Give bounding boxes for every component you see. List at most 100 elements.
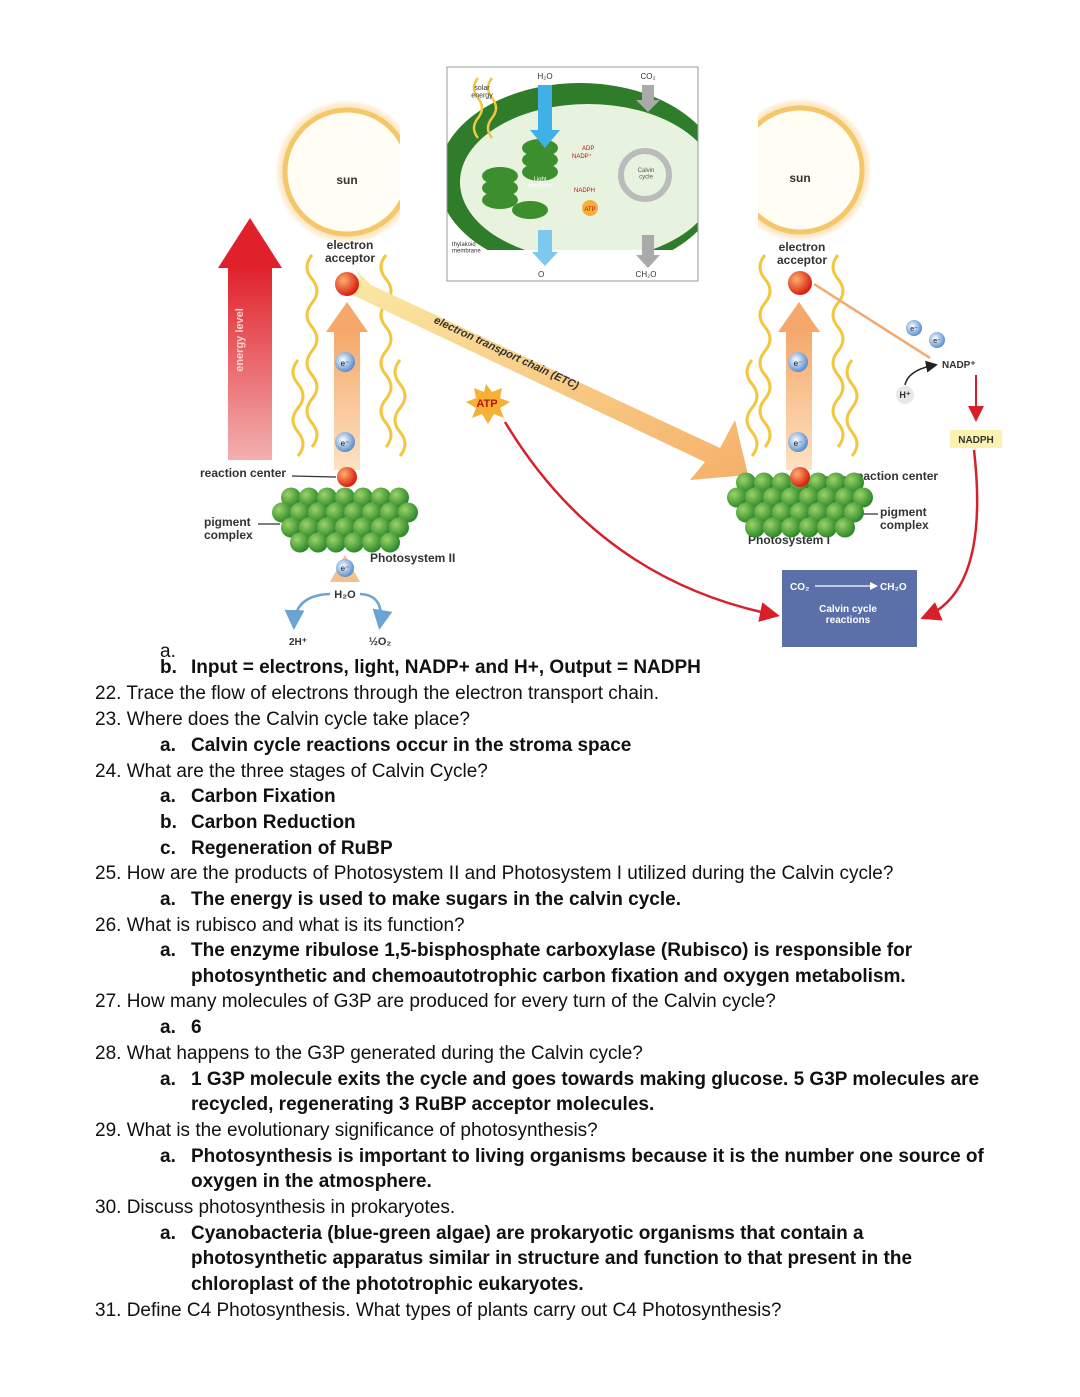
- pigment-molecule: [853, 487, 873, 508]
- answer-marker: a.: [160, 1223, 176, 1244]
- pigment-molecule: [745, 487, 765, 508]
- question-line: 28. What happens to the G3P generated du…: [95, 1043, 643, 1064]
- pigment-molecule: [826, 472, 846, 493]
- etc-label: electron transport chain (ETC): [432, 314, 581, 392]
- answer-line: a.: [160, 640, 191, 664]
- sun-left-label: sun: [336, 173, 357, 187]
- electron-label: e⁻: [794, 359, 803, 368]
- answer-line: a.6: [160, 1016, 202, 1040]
- answer-text: Carbon Reduction: [191, 812, 356, 833]
- question-line: 26. What is rubisco and what is its func…: [95, 915, 465, 936]
- pigment-molecule: [745, 517, 765, 538]
- pigment-molecule: [299, 517, 319, 538]
- pigment-molecule: [290, 532, 310, 553]
- calvin-co2-label: CO₂: [790, 582, 809, 593]
- pigment-molecule: [808, 472, 828, 493]
- sun-left: sun: [275, 100, 419, 244]
- sun-right: sun: [728, 98, 872, 242]
- reaction-center-right-ball: [790, 467, 810, 487]
- nadph-to-calvin-arrow: [920, 449, 979, 621]
- electron-label: e⁻: [910, 326, 918, 333]
- answer-text: 6: [191, 1017, 202, 1038]
- answer-marker: a.: [160, 940, 176, 961]
- question-line: 27. How many molecules of G3P are produc…: [95, 991, 776, 1012]
- pigment-molecule: [344, 532, 364, 553]
- pigment-molecule: [772, 502, 792, 523]
- electron-label: e⁻: [794, 439, 803, 448]
- pigment-molecule: [362, 502, 382, 523]
- electron-label: e⁻: [341, 439, 350, 448]
- calvin-ch2o-label: CH₂O: [880, 582, 907, 593]
- pigment-molecule: [281, 517, 301, 538]
- pigment-molecule: [808, 502, 828, 523]
- answer-continuation: chloroplast of the phototrophic eukaryot…: [191, 1274, 584, 1295]
- answer-line: a. Photosynthesis is important to living …: [160, 1145, 984, 1169]
- pigment-molecule: [326, 502, 346, 523]
- answer-marker: a.: [160, 1146, 176, 1167]
- question-line: 30. Discuss photosynthesis in prokaryote…: [95, 1197, 456, 1218]
- pigment-molecule: [308, 502, 328, 523]
- pigment-molecule: [362, 532, 382, 553]
- pigment-molecule: [380, 532, 400, 553]
- inset-atp-label: ATP: [584, 207, 595, 213]
- question-line: 22. Trace the flow of electrons through …: [95, 683, 659, 704]
- answer-line: a.Carbon Fixation: [160, 785, 336, 809]
- electron-label: e⁻: [341, 359, 350, 368]
- reaction-center-left-ball: [337, 467, 357, 487]
- question-line: 24. What are the three stages of Calvin …: [95, 761, 488, 782]
- h-plus-label: H⁺: [899, 390, 910, 400]
- pigment-molecule: [772, 472, 792, 493]
- inset-nadph-label: NADPH: [574, 188, 595, 194]
- energy-level-label: energy level: [234, 308, 246, 372]
- pigment-molecule: [736, 502, 756, 523]
- inset-ch2o-label: CH₂O: [636, 270, 657, 279]
- answer-line: a.Calvin cycle reactions occur in the st…: [160, 734, 631, 758]
- electron-label: e⁻: [933, 338, 941, 345]
- inset-co2-label: CO₂: [640, 72, 655, 81]
- answer-text: The enzyme ribulose 1,5-bisphosphate car…: [191, 940, 913, 961]
- pigment-molecule: [335, 487, 355, 508]
- water-split: e⁻ H₂O 2H⁺ ½O₂: [284, 555, 393, 648]
- answer-marker: c.: [160, 838, 176, 859]
- half-o2-label: ½O₂: [369, 636, 392, 648]
- atp-label: ATP: [476, 398, 497, 410]
- pigment-molecule: [389, 487, 409, 508]
- answer-line: a. Cyanobacteria (blue-green algae) are p…: [160, 1222, 864, 1246]
- pigment-molecule: [727, 487, 747, 508]
- answer-text: Input = electrons, light, NADP+ and H+, …: [191, 657, 701, 678]
- answer-line: c.Regeneration of RuBP: [160, 837, 393, 861]
- pigment-molecule: [835, 487, 855, 508]
- question-line: 25. How are the products of Photosystem …: [95, 863, 894, 884]
- question-line: 31. Define C4 Photosynthesis. What types…: [95, 1300, 782, 1321]
- answer-line: b.Carbon Reduction: [160, 811, 356, 835]
- pigment-molecule: [781, 487, 801, 508]
- answer-text: Photosynthesis is important to living or…: [191, 1146, 984, 1167]
- pigment-molecule: [763, 517, 783, 538]
- pigment-molecule: [763, 487, 783, 508]
- answer-line: a. The enzyme ribulose 1,5-bisphosphate c…: [160, 939, 912, 963]
- answer-marker: a.: [160, 641, 176, 662]
- inset-h2o-label: H₂O: [537, 72, 552, 81]
- pigment-molecule: [799, 487, 819, 508]
- electron-acceptor-left-ball: [335, 272, 359, 296]
- pigment-molecule: [790, 502, 810, 523]
- pigment-molecule: [844, 502, 864, 523]
- pigment-molecule: [736, 472, 756, 493]
- question-line: 29. What is the evolutionary significanc…: [95, 1120, 598, 1141]
- pigment-molecule: [317, 517, 337, 538]
- answer-marker: a.: [160, 735, 176, 756]
- nadph-label: NADPH: [958, 435, 994, 446]
- inset-o-label: O: [538, 270, 544, 279]
- photosystem-2-label: Photosystem II: [370, 551, 455, 565]
- pigment-molecule: [281, 487, 301, 508]
- answer-text: Cyanobacteria (blue-green algae) are pro…: [191, 1223, 864, 1244]
- answer-continuation: recycled, regenerating 3 RuBP acceptor m…: [191, 1094, 655, 1115]
